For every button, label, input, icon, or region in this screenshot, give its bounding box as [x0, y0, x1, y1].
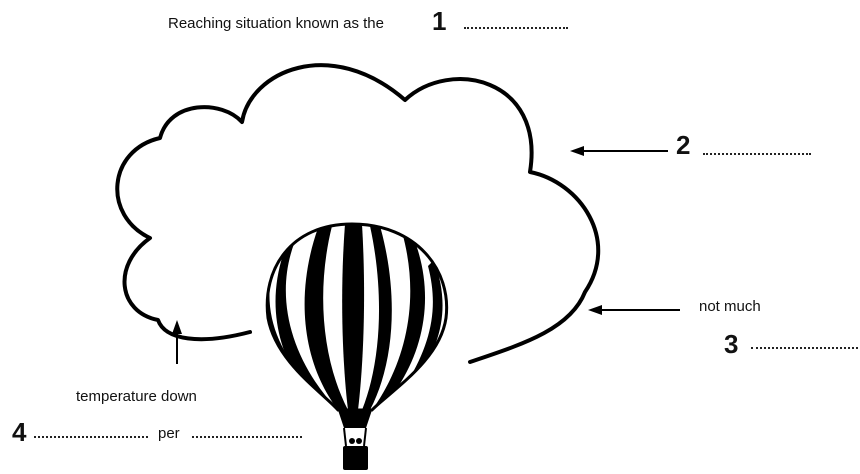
answer-blank-2[interactable]: [703, 151, 811, 155]
arrow-up-icon: [172, 320, 182, 364]
label-4-number: 4: [12, 419, 26, 445]
answer-blank-1[interactable]: [464, 25, 568, 29]
hot-air-balloon-icon: [260, 220, 460, 470]
label-1-number: 1: [432, 8, 446, 34]
arrow-left-icon: [588, 305, 680, 315]
arrow-left-icon: [570, 146, 668, 156]
label-1-text: Reaching situation known as the: [168, 15, 384, 32]
label-2-number: 2: [676, 132, 690, 158]
answer-blank-3[interactable]: [751, 345, 858, 349]
label-3-text: not much: [699, 298, 761, 315]
label-4-text: temperature down: [76, 388, 197, 405]
answer-blank-4b[interactable]: [192, 434, 302, 438]
label-3-number: 3: [724, 331, 738, 357]
label-4-per: per: [158, 425, 180, 442]
answer-blank-4a[interactable]: [34, 434, 148, 438]
